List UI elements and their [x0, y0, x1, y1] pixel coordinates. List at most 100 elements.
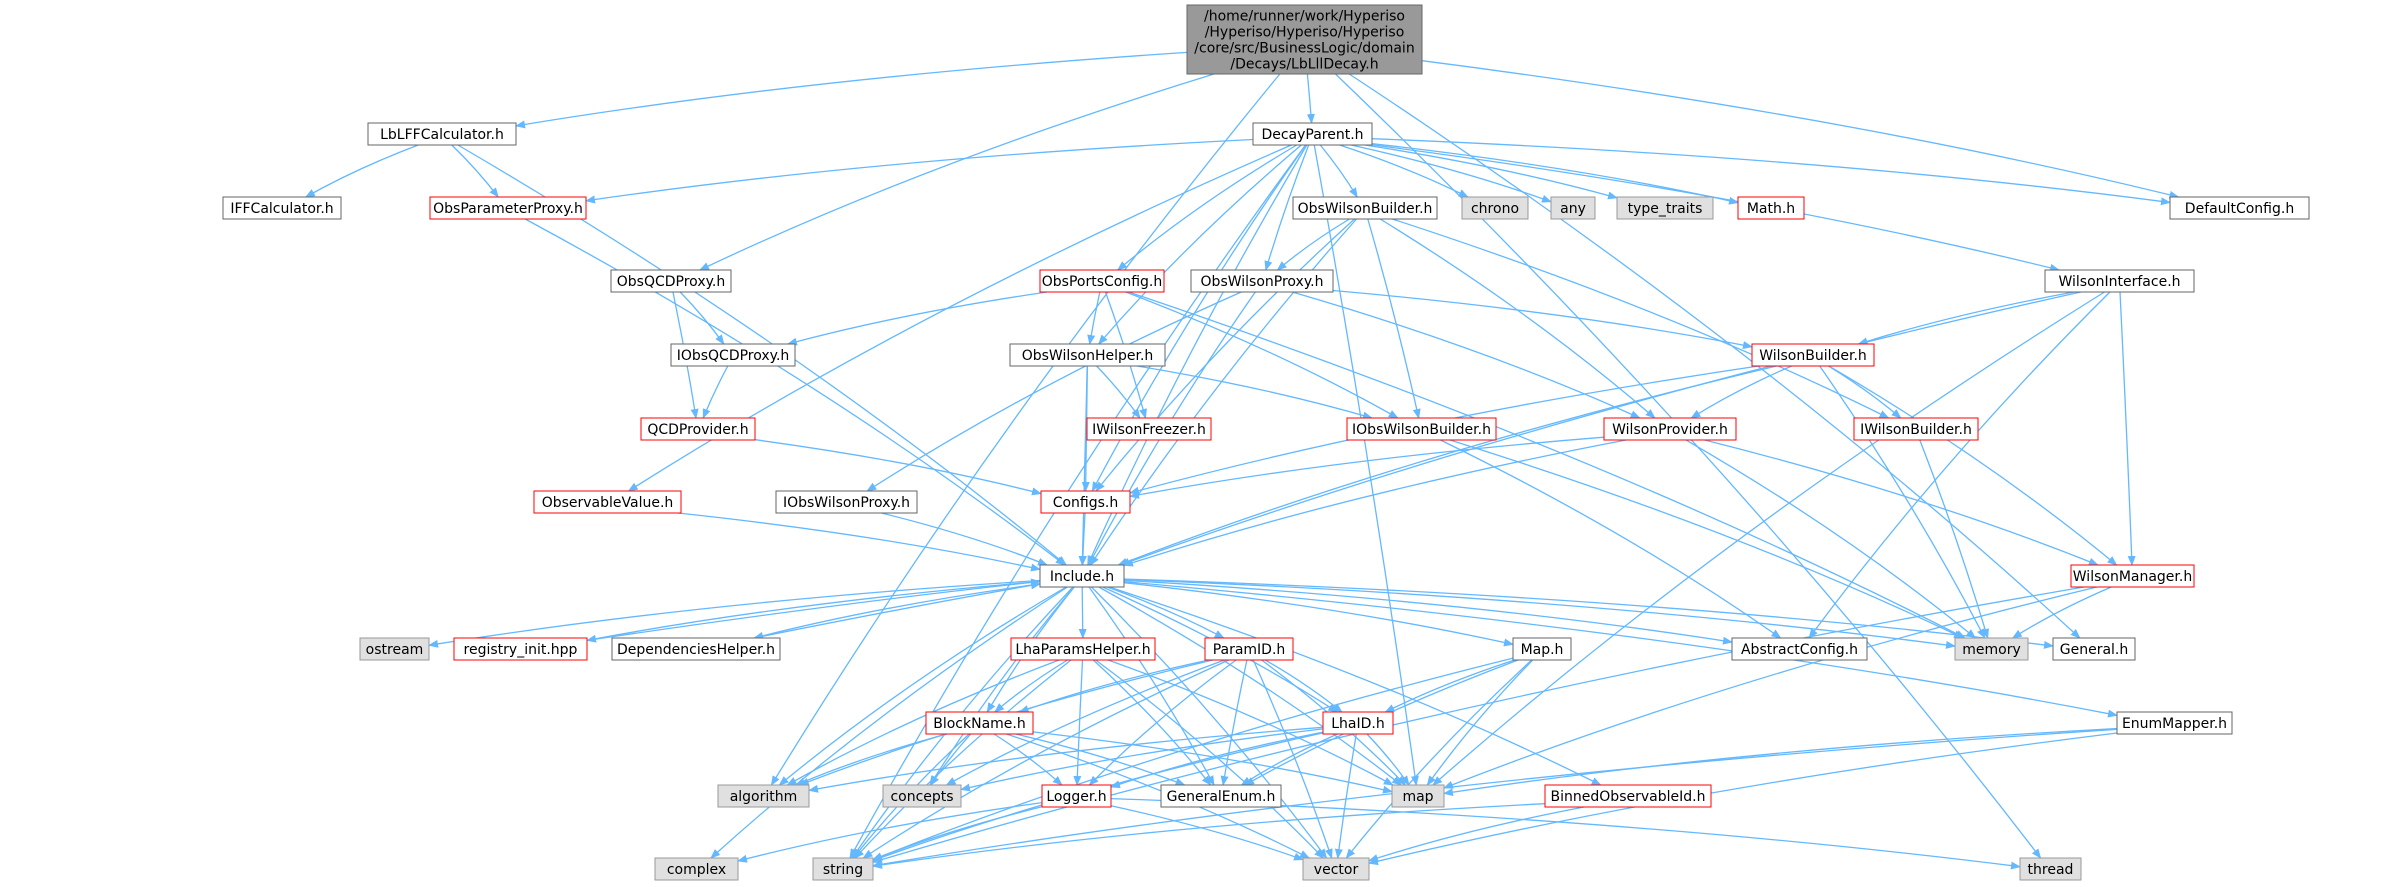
- node-enummapper[interactable]: EnumMapper.h: [2116, 711, 2233, 735]
- node-iobswilsonproxy[interactable]: IObsWilsonProxy.h: [775, 490, 918, 514]
- node-wilsonprovider-label: WilsonProvider.h: [1612, 422, 1728, 438]
- node-obswilsonbuilder-box: [1292, 196, 1438, 220]
- edge-binnedobs-to-vector: [1368, 806, 1585, 862]
- node-vector: vector: [1302, 857, 1370, 881]
- edge-include-to-map: [1098, 586, 1402, 786]
- node-paramid[interactable]: ParamID.h: [1204, 637, 1294, 661]
- node-obsqcdproxy-box: [610, 269, 732, 293]
- edge-blockname-to-algorithm: [795, 733, 948, 786]
- node-lhaparamshelper-label: LhaParamsHelper.h: [1015, 642, 1150, 658]
- node-decayparent[interactable]: DecayParent.h: [1252, 122, 1373, 146]
- node-registryinit-box: [453, 637, 588, 661]
- node-lhaid[interactable]: LhaID.h: [1322, 711, 1394, 735]
- node-iobsqcdproxy[interactable]: IObsQCDProxy.h: [670, 343, 796, 367]
- node-root[interactable]: /home/runner/work/Hyperiso/Hyperiso/Hype…: [1186, 4, 1423, 75]
- node-observablevalue[interactable]: ObservableValue.h: [533, 490, 682, 514]
- node-obswilsonproxy-box: [1190, 269, 1334, 293]
- node-decayparent-box: [1252, 122, 1373, 146]
- node-wilsoninterface[interactable]: WilsonInterface.h: [2044, 269, 2195, 293]
- node-obswilsonbuilder[interactable]: ObsWilsonBuilder.h: [1292, 196, 1438, 220]
- node-defaultconfig-label: DefaultConfig.h: [2185, 201, 2294, 217]
- node-dependencieshelper[interactable]: DependenciesHelper.h: [611, 637, 781, 661]
- node-iwilsonbuilder-box: [1853, 417, 1979, 441]
- node-obsportsconfig-label: ObsPortsConfig.h: [1042, 274, 1163, 290]
- node-abstractconfig[interactable]: AbstractConfig.h: [1731, 637, 1868, 661]
- node-complex: complex: [654, 857, 739, 881]
- node-general[interactable]: General.h: [2052, 637, 2136, 661]
- edge-decayparent-to-obswilsonbuilder: [1319, 144, 1358, 198]
- node-wilsonbuilder-box: [1751, 343, 1875, 367]
- node-iobswilsonbuilder[interactable]: IObsWilsonBuilder.h: [1346, 417, 1497, 441]
- edge-paramid-to-generalenum: [1220, 659, 1248, 786]
- node-maph[interactable]: Map.h: [1512, 637, 1572, 661]
- edge-decayparent-to-obswilsonproxy: [1264, 144, 1310, 271]
- node-logger[interactable]: Logger.h: [1041, 784, 1112, 808]
- node-iobswilsonproxy-box: [775, 490, 918, 514]
- node-any-box: [1550, 196, 1596, 220]
- node-obswilsonhelper[interactable]: ObsWilsonHelper.h: [1009, 343, 1166, 367]
- node-iwilsonfreezer[interactable]: IWilsonFreezer.h: [1086, 417, 1212, 441]
- node-observablevalue-box: [533, 490, 682, 514]
- edge-wilsonbuilder-to-wilsonmanager: [1828, 365, 2118, 566]
- node-lhaparamshelper[interactable]: LhaParamsHelper.h: [1010, 637, 1156, 661]
- edge-qcdprovider-to-configs: [754, 439, 1042, 496]
- node-map-label: map: [1402, 789, 1433, 805]
- node-blockname[interactable]: BlockName.h: [925, 711, 1034, 735]
- edge-include-to-registryinit: [586, 580, 1041, 643]
- edge-root-to-defaultconfig: [1421, 60, 2180, 199]
- node-enummapper-label: EnumMapper.h: [2122, 716, 2227, 732]
- edge-enummapper-to-map: [1443, 727, 2118, 797]
- node-ostream-box: [359, 637, 430, 661]
- edge-lhaid-to-concepts: [960, 728, 1324, 792]
- node-lhaid-box: [1322, 711, 1394, 735]
- edge-obswilsonbuilder-to-iobswilsonbuilder: [1367, 218, 1421, 419]
- edge-wilsoninterface-to-wilsonbuilder: [1857, 291, 2075, 346]
- node-root-label: /home/runner/work/Hyperiso/Hyperiso/Hype…: [1194, 9, 1414, 73]
- edge-decayparent-to-typetraits: [1364, 144, 1618, 200]
- edge-decayparent-to-wilsoninterface: [1371, 144, 2061, 272]
- edge-blockname-to-concepts: [930, 733, 972, 786]
- edge-iobswilsonbuilder-to-abstractconfig: [1440, 439, 1782, 639]
- node-obswilsonbuilder-label: ObsWilsonBuilder.h: [1298, 201, 1433, 217]
- node-qcdprovider[interactable]: QCDProvider.h: [640, 417, 756, 441]
- edge-include-to-lhaparamshelper: [1078, 586, 1087, 639]
- edge-lblff-to-obsparamproxy: [451, 144, 499, 198]
- node-binnedobs[interactable]: BinnedObservableId.h: [1544, 784, 1712, 808]
- node-map-box: [1391, 784, 1445, 808]
- edge-include-to-maph: [1123, 582, 1514, 647]
- node-concepts-label: concepts: [890, 789, 953, 805]
- node-obsqcdproxy[interactable]: ObsQCDProxy.h: [610, 269, 732, 293]
- node-blockname-label: BlockName.h: [933, 716, 1026, 732]
- node-include-box: [1039, 564, 1125, 588]
- node-wilsonmanager-box: [2070, 564, 2195, 588]
- node-wilsonmanager[interactable]: WilsonManager.h: [2070, 564, 2195, 588]
- node-math[interactable]: Math.h: [1737, 196, 1805, 220]
- node-observablevalue-label: ObservableValue.h: [542, 495, 674, 511]
- node-iff[interactable]: IFFCalculator.h: [222, 196, 342, 220]
- node-complex-label: complex: [667, 862, 726, 878]
- node-iwilsonbuilder[interactable]: IWilsonBuilder.h: [1853, 417, 1979, 441]
- node-defaultconfig[interactable]: DefaultConfig.h: [2169, 196, 2310, 220]
- node-include[interactable]: Include.h: [1039, 564, 1125, 588]
- edge-paramid-to-lhaid: [1264, 659, 1343, 713]
- edge-lhaparamshelper-to-logger: [1073, 659, 1084, 786]
- node-lblff[interactable]: LbLFFCalculator.h: [367, 122, 517, 146]
- edge-registryinit-to-include: [586, 578, 1041, 642]
- node-obsportsconfig[interactable]: ObsPortsConfig.h: [1039, 269, 1165, 293]
- node-wilsonbuilder[interactable]: WilsonBuilder.h: [1751, 343, 1875, 367]
- edge-root-to-algorithm: [770, 73, 1281, 786]
- edge-lhaid-to-map: [1366, 733, 1410, 786]
- node-registryinit[interactable]: registry_init.hpp: [453, 637, 588, 661]
- node-obsparamproxy[interactable]: ObsParameterProxy.h: [429, 196, 587, 220]
- node-ostream-label: ostream: [366, 642, 424, 658]
- node-wilsoninterface-label: WilsonInterface.h: [2058, 274, 2180, 290]
- node-generalenum[interactable]: GeneralEnum.h: [1160, 784, 1282, 808]
- node-configs[interactable]: Configs.h: [1040, 490, 1131, 514]
- edge-maph-to-lhaid: [1384, 659, 1515, 713]
- node-obswilsonproxy[interactable]: ObsWilsonProxy.h: [1190, 269, 1334, 293]
- node-wilsonprovider[interactable]: WilsonProvider.h: [1603, 417, 1737, 441]
- node-binnedobs-label: BinnedObservableId.h: [1551, 789, 1706, 805]
- edge-wilsoninterface-to-wilsonmanager: [2119, 291, 2136, 566]
- edge-obswilsonbuilder-to-iwilsonbuilder: [1392, 218, 1890, 419]
- node-algorithm-box: [717, 784, 810, 808]
